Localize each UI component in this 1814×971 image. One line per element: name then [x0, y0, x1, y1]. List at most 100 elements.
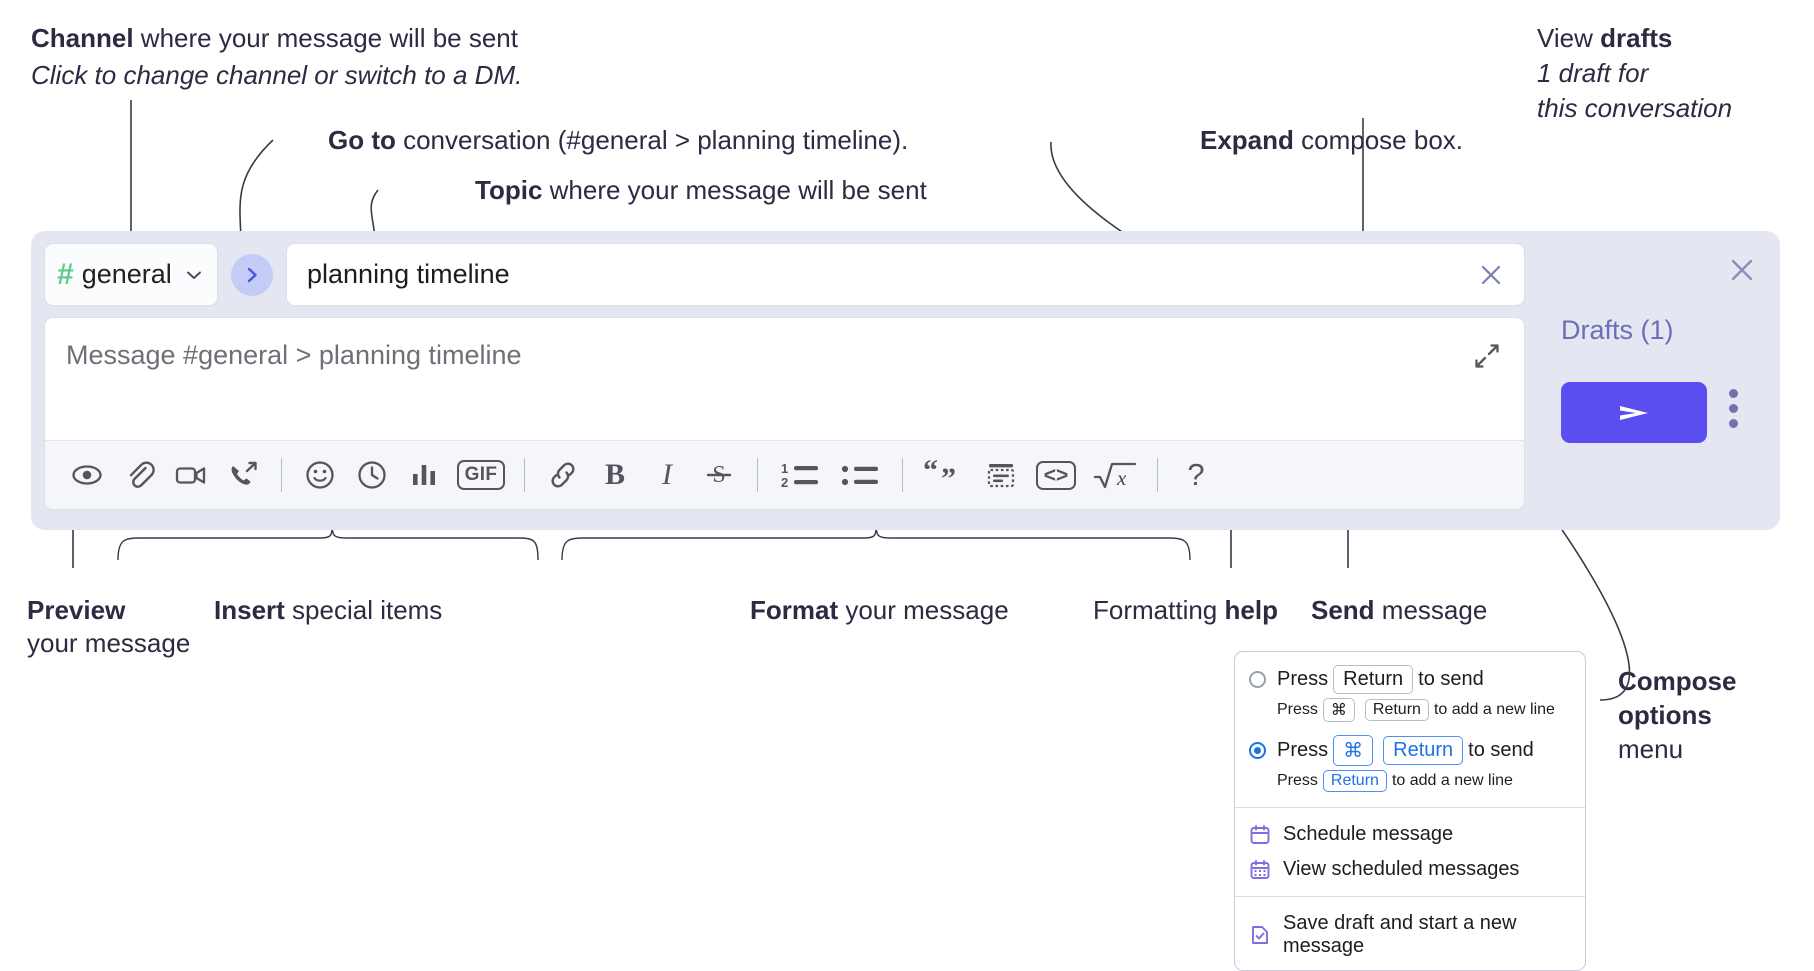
annotation-topic-rest: where your message will be sent	[542, 175, 927, 205]
annotation-send-bold: Send	[1311, 595, 1375, 625]
code-label: <>	[1035, 460, 1077, 490]
option2-key2: Return	[1383, 736, 1464, 765]
annotation-expand-bold: Expand	[1200, 125, 1294, 155]
send-button[interactable]	[1561, 382, 1707, 443]
help-label: ?	[1187, 457, 1205, 492]
toolbar-divider	[524, 458, 525, 492]
annotation-preview: Preview your message	[27, 594, 190, 661]
annotation-compose-options-line3: menu	[1618, 733, 1684, 764]
option1-post: to send	[1418, 668, 1484, 690]
annotation-send: Send message	[1311, 594, 1487, 626]
option2-hint-post: to add a new line	[1391, 772, 1513, 789]
compose-options-menu-button[interactable]	[1729, 389, 1738, 428]
bold-icon[interactable]: B	[589, 449, 641, 501]
svg-text:2: 2	[781, 475, 788, 490]
drafts-link[interactable]: Drafts (1)	[1561, 315, 1674, 345]
annotation-help: Formatting help	[1093, 594, 1278, 626]
option1-key: Return	[1333, 665, 1414, 694]
option1-pre: Press	[1277, 668, 1329, 690]
math-icon[interactable]: x	[1085, 449, 1145, 501]
annotation-insert-rest: special items	[284, 595, 443, 625]
annotation-format-bold: Format	[750, 595, 839, 625]
italic-label: I	[662, 458, 672, 491]
annotation-topic-bold: Topic	[475, 175, 543, 205]
paper-plane-icon	[1612, 398, 1656, 428]
svg-text:1: 1	[781, 461, 788, 476]
help-icon[interactable]: ?	[1170, 449, 1222, 501]
annotation-goto: Go to conversation (#general > planning …	[328, 124, 908, 156]
menu-radio-option-return[interactable]: Press Return to send	[1235, 662, 1585, 697]
annotation-drafts-line3: this conversation	[1537, 93, 1733, 124]
topic-value: planning timeline	[307, 259, 510, 289]
topic-clear-icon[interactable]	[1476, 260, 1506, 290]
calendar-schedule-icon	[1249, 824, 1271, 846]
expand-diagonal-icon[interactable]	[1472, 341, 1502, 371]
menu-item-schedule-message[interactable]: Schedule message	[1235, 817, 1585, 852]
annotation-drafts-bold: drafts	[1600, 23, 1673, 53]
bold-label: B	[604, 458, 625, 491]
radio-selected-icon	[1249, 742, 1266, 759]
code-inline-icon[interactable]: <>	[1027, 449, 1085, 501]
chevron-right-icon	[242, 265, 262, 285]
channel-selector[interactable]: # general	[44, 243, 218, 306]
channel-name-label: general	[81, 259, 172, 289]
option1-hint-pre: Press	[1277, 701, 1318, 718]
toolbar-divider	[281, 458, 282, 492]
vertical-dots-icon	[1729, 419, 1738, 428]
vertical-dots-icon	[1729, 404, 1738, 413]
menu-radio-option-cmd-return[interactable]: Press ⌘ Return to send	[1235, 732, 1585, 769]
go-to-conversation-button[interactable]	[231, 253, 273, 296]
annotation-preview-bold: Preview	[27, 595, 126, 625]
option1-hint-post: to add a new line	[1433, 701, 1555, 718]
strikethrough-icon[interactable]: S	[693, 449, 745, 501]
svg-text:”: ”	[941, 462, 956, 492]
option2-hint: Press Return to add a new line	[1235, 769, 1585, 798]
gif-label: GIF	[456, 460, 506, 490]
menu-divider	[1235, 896, 1585, 897]
annotation-expand: Expand compose box.	[1200, 124, 1463, 156]
option2-pre: Press	[1277, 739, 1329, 761]
reminder-clock-icon[interactable]	[346, 449, 398, 501]
annotation-topic: Topic where your message will be sent	[475, 174, 927, 206]
bulleted-list-icon[interactable]	[830, 449, 890, 501]
menu-divider	[1235, 807, 1585, 808]
emoji-icon[interactable]	[294, 449, 346, 501]
link-icon[interactable]	[537, 449, 589, 501]
message-placeholder: Message #general > planning timeline	[66, 340, 522, 370]
toolbar-divider	[1157, 458, 1158, 492]
annotation-format-rest: your message	[838, 595, 1009, 625]
chevron-down-icon	[183, 264, 205, 286]
radio-unselected-icon	[1249, 671, 1266, 688]
message-input-area[interactable]: Message #general > planning timeline	[44, 317, 1525, 510]
annotation-goto-rest: conversation (#general > planning timeli…	[395, 125, 909, 155]
annotation-drafts-line2: 1 draft for	[1537, 58, 1649, 89]
menu-item-label: Schedule message	[1283, 823, 1454, 845]
italic-icon[interactable]: I	[641, 449, 693, 501]
preview-icon[interactable]	[61, 449, 113, 501]
menu-item-label: Save draft and start a new message	[1283, 912, 1517, 957]
annotation-insert-bold: Insert	[214, 595, 285, 625]
poll-bar-chart-icon[interactable]	[398, 449, 450, 501]
blockquote-icon[interactable]: “”	[915, 449, 975, 501]
menu-item-save-draft[interactable]: Save draft and start a new message	[1235, 906, 1585, 964]
save-draft-icon	[1249, 924, 1271, 946]
close-icon[interactable]	[1725, 253, 1759, 287]
svg-text:“: “	[923, 458, 938, 487]
audio-call-icon[interactable]	[217, 449, 269, 501]
hash-icon: #	[57, 257, 74, 291]
menu-item-view-scheduled-messages[interactable]: View scheduled messages	[1235, 852, 1585, 887]
code-block-icon[interactable]	[975, 449, 1027, 501]
annotation-help-normal: Formatting	[1093, 595, 1225, 625]
toolbar-divider	[902, 458, 903, 492]
annotation-preview-rest: your message	[27, 628, 191, 659]
video-icon[interactable]	[165, 449, 217, 501]
gif-icon[interactable]: GIF	[450, 449, 512, 501]
annotation-goto-bold: Go to	[328, 125, 396, 155]
compose-box: # general planning timeline Message #gen…	[31, 231, 1780, 530]
attachment-icon[interactable]	[113, 449, 165, 501]
calendar-grid-icon	[1249, 859, 1271, 881]
topic-input[interactable]: planning timeline	[286, 243, 1525, 306]
option1-hint-key1: ⌘	[1322, 698, 1355, 722]
annotation-expand-rest: compose box.	[1293, 125, 1464, 155]
